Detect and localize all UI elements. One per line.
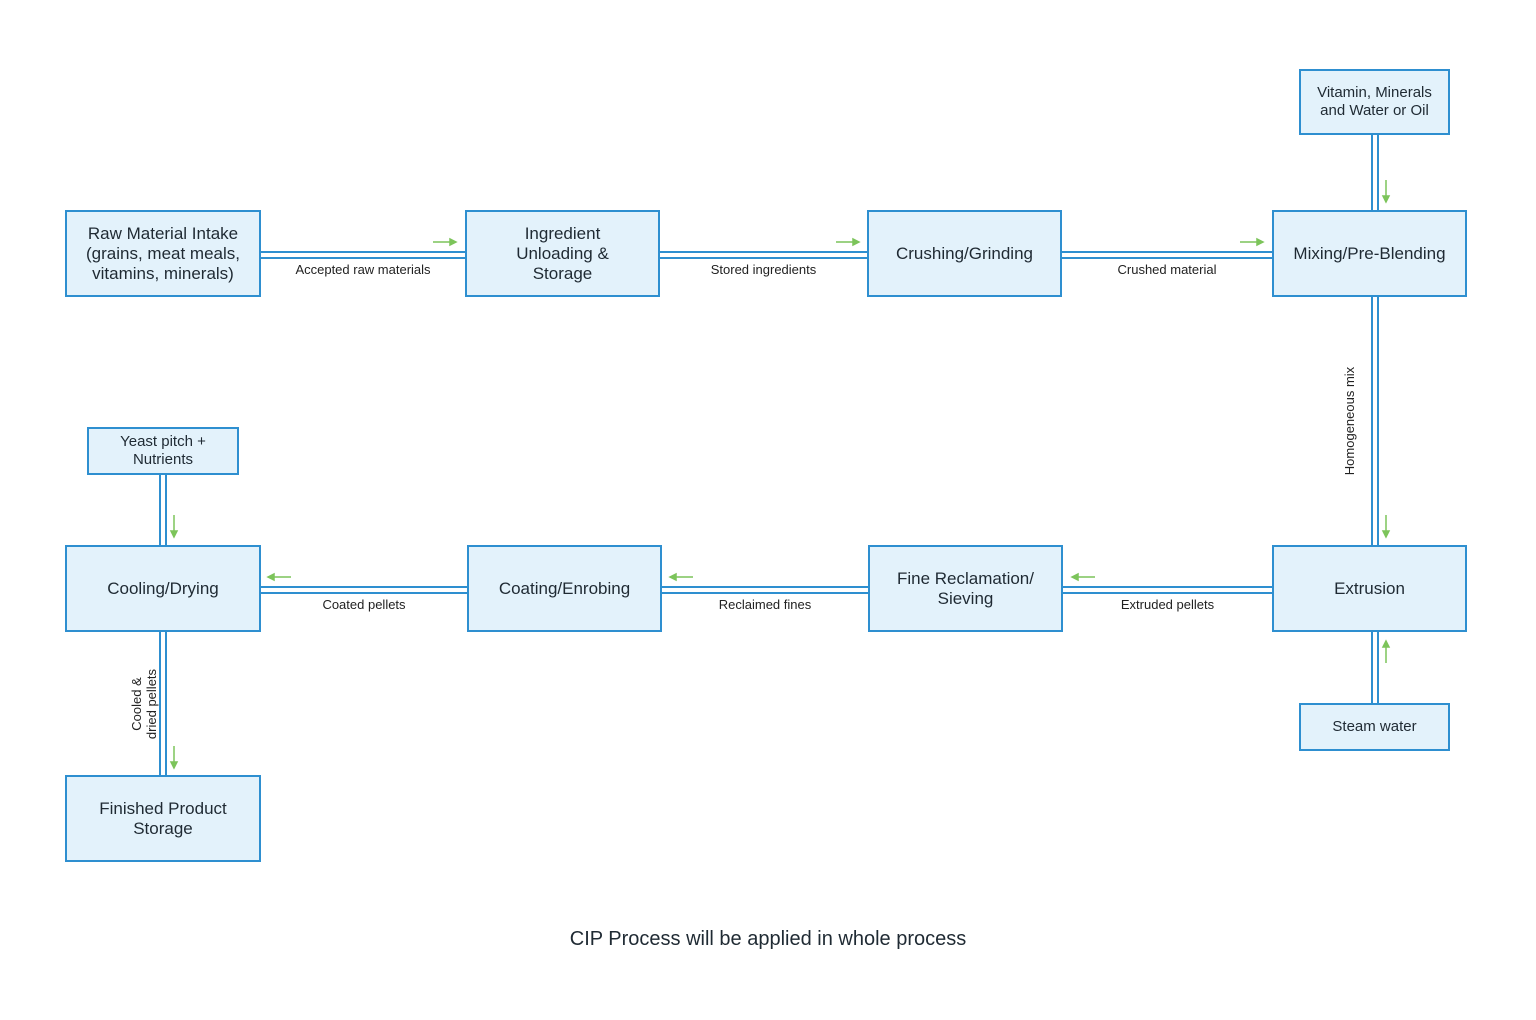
edge-label-stored-ingredients: Stored ingredients	[710, 262, 817, 277]
edge-label-crushed-material: Crushed material	[1117, 262, 1217, 277]
arrow-down-icon	[1381, 515, 1391, 539]
arrow-left-icon	[668, 572, 693, 582]
node-fine-reclamation-sieving: Fine Reclamation/ Sieving	[868, 545, 1063, 632]
node-ingredient-unloading-storage: Ingredient Unloading & Storage	[465, 210, 660, 297]
node-crushing-grinding: Crushing/Grinding	[867, 210, 1062, 297]
node-vitamin-minerals-water-oil: Vitamin, Minerals and Water or Oil	[1299, 69, 1450, 135]
arrow-up-icon	[1381, 639, 1391, 663]
edge-label-coated-pellets: Coated pellets	[322, 597, 406, 612]
arrow-right-icon	[836, 237, 861, 247]
arrow-down-icon	[169, 746, 179, 770]
edge-label-accepted-raw-materials: Accepted raw materials	[295, 262, 431, 277]
node-coating-enrobing: Coating/Enrobing	[467, 545, 662, 632]
arrow-left-icon	[266, 572, 291, 582]
arrow-down-icon	[169, 515, 179, 539]
node-raw-material-intake: Raw Material Intake (grains, meat meals,…	[65, 210, 261, 297]
edge-label-reclaimed-fines: Reclaimed fines	[718, 597, 812, 612]
arrow-left-icon	[1070, 572, 1095, 582]
node-mixing-pre-blending: Mixing/Pre-Blending	[1272, 210, 1467, 297]
arrow-down-icon	[1381, 180, 1391, 204]
edge-label-homogeneous-mix: Homogeneous mix	[1342, 366, 1357, 476]
node-cooling-drying: Cooling/Drying	[65, 545, 261, 632]
footer-note: CIP Process will be applied in whole pro…	[569, 928, 967, 950]
node-extrusion: Extrusion	[1272, 545, 1467, 632]
edge-label-extruded-pellets: Extruded pellets	[1120, 597, 1215, 612]
arrow-right-icon	[433, 237, 458, 247]
arrow-right-icon	[1240, 237, 1265, 247]
node-yeast-pitch-nutrients: Yeast pitch + Nutrients	[87, 427, 239, 475]
node-steam-water: Steam water	[1299, 703, 1450, 751]
node-finished-product-storage: Finished Product Storage	[65, 775, 261, 862]
edge-label-cooled-dried-pellets: Cooled & dried pellets	[129, 668, 159, 740]
